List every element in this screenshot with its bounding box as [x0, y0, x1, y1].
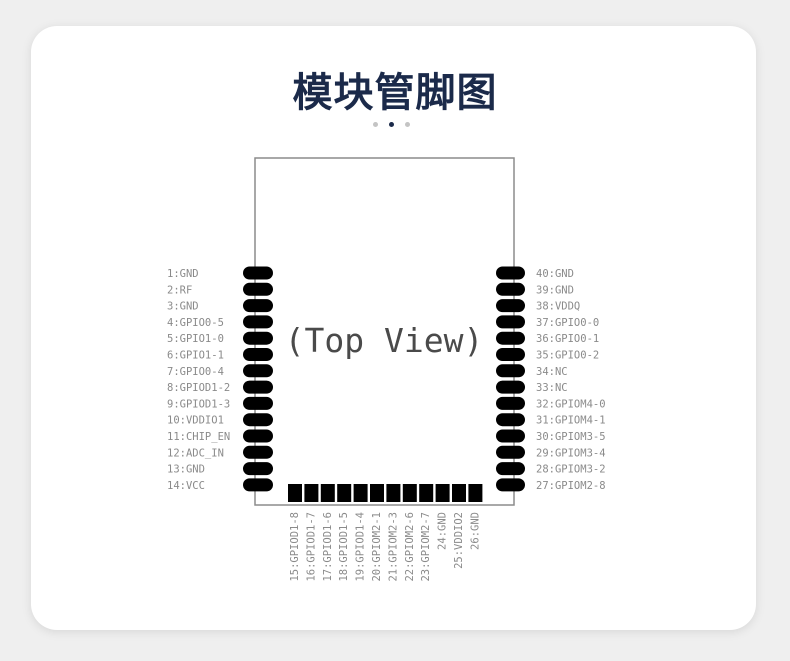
carousel-dot-active[interactable] — [389, 122, 394, 127]
right-pin-label: 39:GND — [536, 284, 574, 296]
bottom-pin-pad — [452, 484, 466, 502]
bottom-pin-label: 21:GPIOM2-3 — [387, 512, 399, 582]
bottom-pin-pad — [386, 484, 401, 502]
bottom-pin-label: 25:VDDIO2 — [453, 512, 465, 569]
left-pin-pad — [243, 331, 273, 345]
right-pin-pad — [496, 396, 525, 410]
right-pin-label: 37:GPIO0-0 — [536, 317, 599, 329]
right-pin-pad — [496, 413, 525, 427]
bottom-pin-label: 22:GPIOM2-6 — [404, 512, 416, 582]
left-pin-pad — [243, 266, 273, 280]
right-pin-label: 33:NC — [536, 382, 568, 394]
carousel-dot[interactable] — [373, 122, 378, 127]
right-pin-label: 36:GPIO0-1 — [536, 333, 599, 345]
right-pin-pad — [496, 445, 525, 459]
bottom-pin-label: 26:GND — [469, 512, 481, 550]
bottom-pin-label: 23:GPIOM2-7 — [420, 512, 432, 582]
left-pin-label: 14:VCC — [167, 480, 205, 492]
left-pin-label: 10:VDDIO1 — [167, 415, 224, 427]
left-pin-pad — [243, 429, 273, 443]
right-pin-pad — [496, 282, 525, 296]
right-pin-pad — [496, 364, 525, 378]
bottom-pin-pad — [370, 484, 384, 502]
bottom-pin-pad — [419, 484, 434, 502]
left-pin-pad — [243, 364, 273, 378]
carousel-dot[interactable] — [405, 122, 410, 127]
carousel-indicator — [371, 121, 415, 129]
left-pin-pad — [243, 462, 273, 476]
bottom-pin-labels: 15:GPIOD1-8 16:GPIOD1-7 17:GPIOD1-6 18:GPIO… — [289, 512, 481, 582]
right-pin-pad — [496, 331, 525, 345]
right-pin-pad — [496, 380, 525, 394]
right-pin-pad — [496, 462, 525, 476]
bottom-pin-pads — [288, 484, 483, 502]
right-pin-pad — [496, 266, 525, 280]
bottom-pin-pad — [402, 484, 417, 502]
bottom-pin-pad — [435, 484, 450, 502]
bottom-pin-pad — [288, 484, 302, 502]
content-card — [31, 26, 756, 630]
right-pin-pad — [496, 478, 525, 492]
module-outline — [254, 157, 515, 506]
right-pin-pad — [496, 299, 525, 313]
bottom-pin-label: 20:GPIOM2-1 — [371, 512, 383, 582]
left-pin-label: 6:GPIO1-1 — [167, 350, 224, 362]
bottom-pin-pad — [337, 484, 352, 502]
right-pin-label: 32:GPIOM4-0 — [536, 398, 606, 410]
left-pin-label: 1:GND — [167, 268, 199, 280]
left-pin-label: 11:CHIP_EN — [167, 431, 230, 443]
right-pin-label: 35:GPIO0-2 — [536, 350, 599, 362]
top-view-label: (Top View) — [285, 321, 484, 360]
left-pin-labels: 1:GND 2:RF 3:GND 4:GPIO0-5 5:GPIO1-0 6:GPIO1-… — [167, 268, 230, 492]
left-pin-label: 5:GPIO1-0 — [167, 333, 224, 345]
left-pin-pad — [243, 315, 273, 329]
bottom-pin-pad — [320, 484, 335, 502]
left-pin-pad — [243, 396, 273, 410]
right-pin-label: 28:GPIOM3-2 — [536, 464, 606, 476]
bottom-pin-pad — [304, 484, 319, 502]
right-pin-label: 40:GND — [536, 268, 574, 280]
left-pin-label: 8:GPIOD1-2 — [167, 382, 230, 394]
left-pin-label: 3:GND — [167, 301, 199, 313]
bottom-pin-label: 16:GPIOD1-7 — [305, 512, 317, 582]
bottom-pin-label: 24:GND — [437, 512, 449, 550]
right-pin-label: 27:GPIOM2-8 — [536, 480, 606, 492]
bottom-pin-label: 17:GPIOD1-6 — [322, 512, 334, 582]
right-pin-label: 38:VDDQ — [536, 301, 580, 313]
left-pin-label: 7:GPIO0-4 — [167, 366, 224, 378]
bottom-pin-label: 15:GPIOD1-8 — [289, 512, 301, 582]
right-pin-label: 30:GPIOM3-5 — [536, 431, 606, 443]
left-pin-label: 12:ADC_IN — [167, 447, 224, 459]
left-pin-pads — [243, 266, 273, 492]
right-pin-pad — [496, 429, 525, 443]
bottom-pin-label: 19:GPIOD1-4 — [355, 512, 367, 582]
left-pin-pad — [243, 299, 273, 313]
left-pin-label: 4:GPIO0-5 — [167, 317, 224, 329]
left-pin-pad — [243, 413, 273, 427]
left-pin-pad — [243, 282, 273, 296]
left-pin-pad — [243, 478, 273, 492]
left-pin-pad — [243, 445, 273, 459]
right-pin-pad — [496, 315, 525, 329]
right-pin-labels: 40:GND 39:GND 38:VDDQ 37:GPIO0-0 36:GPIO0-1 3… — [536, 268, 606, 492]
bottom-pin-pad — [353, 484, 368, 502]
left-pin-pad — [243, 348, 273, 361]
right-pin-label: 29:GPIOM3-4 — [536, 447, 606, 459]
bottom-pin-pad — [468, 484, 483, 502]
right-pin-label: 31:GPIOM4-1 — [536, 415, 606, 427]
bottom-pin-label: 18:GPIOD1-5 — [338, 512, 350, 582]
page-title: 模块管脚图 — [292, 70, 498, 116]
left-pin-label: 2:RF — [167, 284, 192, 296]
right-pin-label: 34:NC — [536, 366, 568, 378]
left-pin-pad — [243, 380, 273, 394]
right-pin-pad — [496, 348, 525, 361]
right-pin-pads — [496, 266, 525, 492]
left-pin-label: 9:GPIOD1-3 — [167, 398, 230, 410]
left-pin-label: 13:GND — [167, 464, 205, 476]
